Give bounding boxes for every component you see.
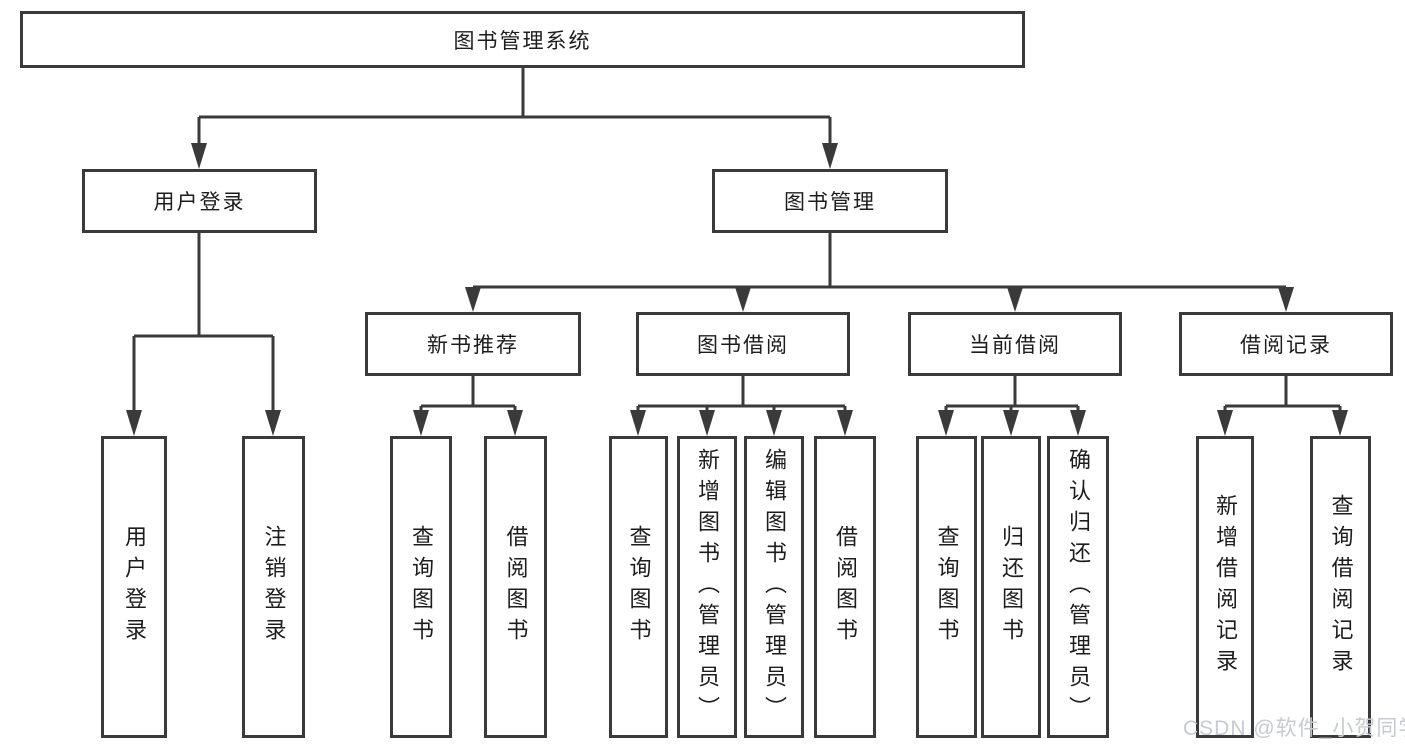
node-root-system: 图书管理系统 bbox=[20, 11, 1025, 68]
connector-current-borrow-to-leaves bbox=[938, 376, 1086, 436]
leaf-query-books-current: 查询图书 bbox=[916, 436, 977, 738]
leaf-query-borrow-record: 查询借阅记录 bbox=[1310, 436, 1371, 738]
leaf-edit-books-admin-label: 编辑图书（管理员） bbox=[762, 447, 787, 727]
node-new-book-recommend: 新书推荐 bbox=[365, 312, 581, 376]
leaf-borrow-books-recommend-label: 借阅图书 bbox=[503, 525, 529, 649]
node-borrowing-records: 借阅记录 bbox=[1179, 312, 1393, 376]
leaf-query-books-recommend-label: 查询图书 bbox=[409, 525, 434, 649]
leaf-add-books-admin-label: 新增图书（管理员） bbox=[695, 447, 720, 727]
connector-borrow-record-to-leaves bbox=[1217, 376, 1348, 436]
node-user-login-group: 用户登录 bbox=[82, 169, 317, 233]
leaf-confirm-return-admin: 确认归还（管理员） bbox=[1047, 436, 1109, 738]
leaf-query-books-recommend: 查询图书 bbox=[390, 436, 452, 738]
node-current-borrowing: 当前借阅 bbox=[908, 312, 1122, 376]
leaf-return-books: 归还图书 bbox=[981, 436, 1041, 738]
leaf-query-borrow-record-label: 查询借阅记录 bbox=[1328, 494, 1354, 680]
leaf-logout: 注销登录 bbox=[242, 436, 305, 738]
leaf-user-login: 用户登录 bbox=[101, 436, 167, 738]
leaf-add-borrow-record-label: 新增借阅记录 bbox=[1213, 494, 1238, 680]
leaf-user-login-label: 用户登录 bbox=[122, 525, 147, 649]
leaf-add-books-admin: 新增图书（管理员） bbox=[677, 436, 737, 738]
connector-user-login-to-leaves bbox=[126, 233, 281, 436]
leaf-query-books-current-label: 查询图书 bbox=[934, 525, 960, 649]
connector-new-book-to-leaves bbox=[413, 376, 523, 436]
node-book-borrowing: 图书借阅 bbox=[636, 312, 850, 376]
leaf-borrow-books-recommend: 借阅图书 bbox=[484, 436, 547, 738]
leaf-borrow-books-label: 借阅图书 bbox=[833, 525, 858, 649]
connector-root-to-level2 bbox=[191, 67, 838, 169]
connector-book-mgmt-to-level3 bbox=[465, 233, 1294, 312]
leaf-return-books-label: 归还图书 bbox=[999, 525, 1024, 649]
leaf-edit-books-admin: 编辑图书（管理员） bbox=[744, 436, 804, 738]
leaf-query-books-borrowing-label: 查询图书 bbox=[626, 525, 652, 649]
leaf-query-books-borrowing: 查询图书 bbox=[609, 436, 668, 738]
leaf-borrow-books: 借阅图书 bbox=[814, 436, 876, 738]
leaf-logout-label: 注销登录 bbox=[261, 525, 287, 649]
connector-book-borrow-to-leaves bbox=[630, 376, 853, 436]
watermark: CSDN @软件_小贺同学 bbox=[1183, 717, 1405, 740]
node-book-management-group: 图书管理 bbox=[712, 169, 948, 233]
leaf-add-borrow-record: 新增借阅记录 bbox=[1196, 436, 1254, 738]
leaf-confirm-return-admin-label: 确认归还（管理员） bbox=[1066, 447, 1091, 727]
